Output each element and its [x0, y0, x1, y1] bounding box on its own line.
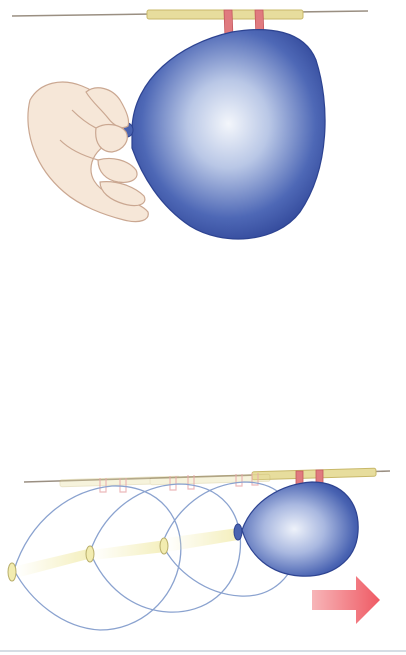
- balloon-ghost-frames: [14, 482, 298, 630]
- balloon: [242, 482, 358, 576]
- straw: [252, 468, 376, 480]
- motion-arrow: [312, 576, 380, 624]
- hand-pinching-neck: [28, 82, 148, 221]
- top-panel: [12, 10, 368, 239]
- air-jet: [16, 528, 238, 578]
- bottom-panel: [0, 468, 406, 651]
- balloon: [132, 30, 325, 239]
- balloon-neck: [234, 524, 242, 540]
